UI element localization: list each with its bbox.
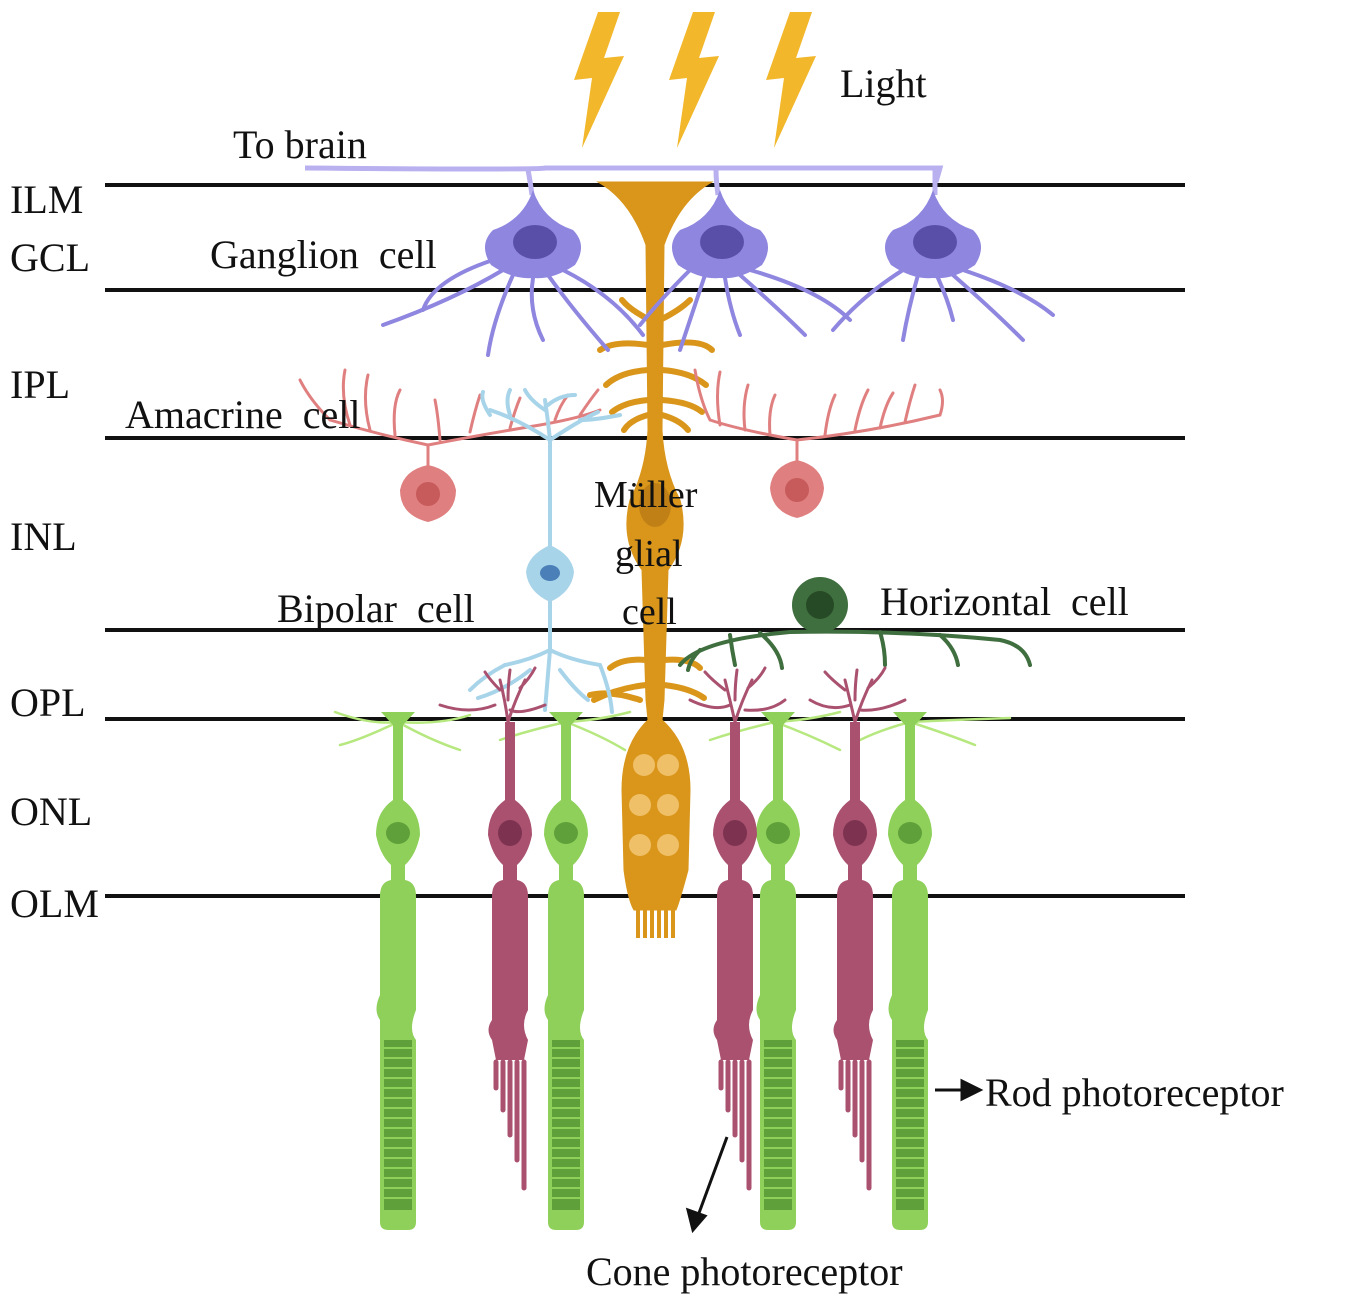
muller-label-line3: cell (622, 591, 677, 633)
layer-label-ilm: ILM (10, 177, 83, 222)
amacrine-cell (298, 368, 602, 522)
light-label: Light (840, 61, 927, 106)
cone-photoreceptor (713, 722, 757, 1191)
lightning-bolt-icon (574, 12, 624, 148)
axon-bundle (304, 165, 944, 196)
rod-photoreceptor (544, 712, 588, 1230)
ganglion-cell (638, 190, 852, 352)
amacrine-cells (298, 368, 944, 522)
ganglion-cell (381, 190, 645, 357)
to-brain-label: To brain (233, 122, 367, 167)
rod-photoreceptor (756, 712, 800, 1230)
layer-label-inl: INL (10, 514, 77, 559)
cone-photoreceptor-label: Cone photoreceptor (586, 1249, 903, 1294)
muller-label-line1: Müller (594, 474, 698, 516)
rod-photoreceptor-label: Rod photoreceptor (985, 1070, 1284, 1115)
cone-synapses (438, 666, 907, 724)
lightning-bolt-icon (669, 12, 719, 148)
muller-label-line2: glial (615, 533, 683, 575)
callout-arrows (685, 1078, 984, 1234)
layer-label-onl: ONL (10, 789, 92, 834)
layer-label-opl: OPL (10, 680, 86, 725)
lightning-bolt-icon (766, 12, 816, 148)
layer-label-olm: OLM (10, 881, 99, 926)
cone-arrow (697, 1136, 729, 1214)
bipolar-cell (468, 388, 622, 714)
arrow-head-icon (960, 1078, 984, 1102)
horizontal-cell-label: Horizontal cell (880, 579, 1129, 624)
cone-photoreceptor (833, 722, 877, 1191)
arrow-head-icon (685, 1207, 708, 1234)
amacrine-cell-label: Amacrine cell (125, 392, 360, 437)
horizontal-cell (678, 577, 1032, 672)
amacrine-cell (693, 368, 944, 518)
ganglion-cell-label: Ganglion cell (210, 232, 437, 277)
layer-label-gcl: GCL (10, 235, 90, 280)
photoreceptors (376, 712, 932, 1230)
ganglion-cells (381, 190, 1055, 357)
text-labels: Light To brain ILM GCL IPL INL OPL ONL O… (10, 61, 1284, 1294)
rod-photoreceptor (376, 712, 420, 1230)
cone-photoreceptor (488, 722, 532, 1191)
layer-label-ipl: IPL (10, 362, 70, 407)
bipolar-cell-label: Bipolar cell (277, 586, 475, 631)
rod-photoreceptor (888, 712, 932, 1230)
ganglion-cell (831, 190, 1055, 342)
light-bolts (574, 12, 816, 148)
muller-glial-cell (587, 181, 715, 938)
